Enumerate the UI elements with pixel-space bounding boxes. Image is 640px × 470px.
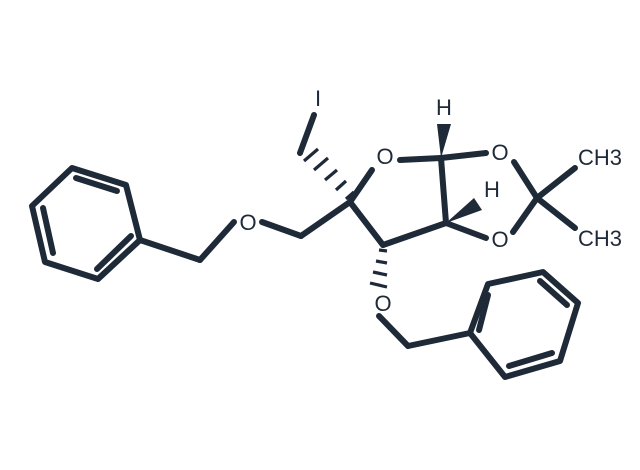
bond-o-c1 [397, 155, 444, 163]
stereo-bonds [302, 124, 482, 289]
wedge-bond-c1-h [437, 124, 451, 158]
bond-o-top-cq [511, 159, 540, 201]
bond-i-ch2 [297, 112, 317, 156]
bond-o-ch2-benzyl-bottom [376, 313, 411, 349]
phenyl-left-double-2 [40, 205, 56, 256]
phenyl-bottom-double-1 [506, 350, 555, 369]
bond-c4-o [347, 167, 375, 205]
bond-ch2-phenyl-left [137, 237, 203, 263]
bond-lines [29, 112, 581, 380]
phenyl-bottom-double-2 [537, 278, 570, 308]
atom-hydrogen-top: H [436, 95, 452, 120]
wedge-bond-c2-h [446, 198, 482, 223]
atom-labels: I O O O O O H H CH3 CH3 [239, 86, 622, 316]
atom-ring-oxygen: O [376, 144, 393, 169]
bond-o-bottom-cq [510, 195, 540, 235]
phenyl-left-double-3 [94, 233, 134, 272]
phenyl-left-double-1 [73, 175, 120, 194]
bond-c1-o-top [438, 150, 489, 161]
hashed-bond-c4-ch2i [302, 147, 356, 201]
phenyl-ring-left [29, 165, 143, 282]
bond-o-ch2-benzyl-left [197, 219, 237, 263]
bond-c3-c4 [347, 199, 386, 248]
bond-ch2-o-left [259, 219, 304, 239]
bond-ch2-phenyl-bottom [405, 330, 473, 349]
bond-c4-ch2-left [298, 199, 353, 239]
atom-dioxolane-o-top: O [491, 140, 508, 165]
bond-cq-me-top [534, 165, 578, 201]
hashed-bond-c3-o [369, 248, 388, 289]
atom-hydrogen-right: H [484, 177, 500, 202]
bond-cq-me-bottom [534, 195, 578, 231]
bond-c1-c2 [438, 155, 449, 226]
atom-benzyl-o-bottom: O [374, 291, 391, 316]
bond-c2-c3 [380, 220, 449, 248]
phenyl-ring-bottom [467, 269, 581, 380]
atom-benzyl-o-left: O [239, 210, 256, 235]
atom-methyl-top: CH3 [578, 145, 622, 170]
atom-iodine: I [315, 86, 321, 111]
phenyl-bottom-double-3 [476, 292, 491, 333]
atom-dioxolane-o-bottom: O [491, 227, 508, 252]
atom-methyl-bottom: CH3 [578, 226, 622, 251]
bond-c2-o-bottom [443, 220, 489, 241]
